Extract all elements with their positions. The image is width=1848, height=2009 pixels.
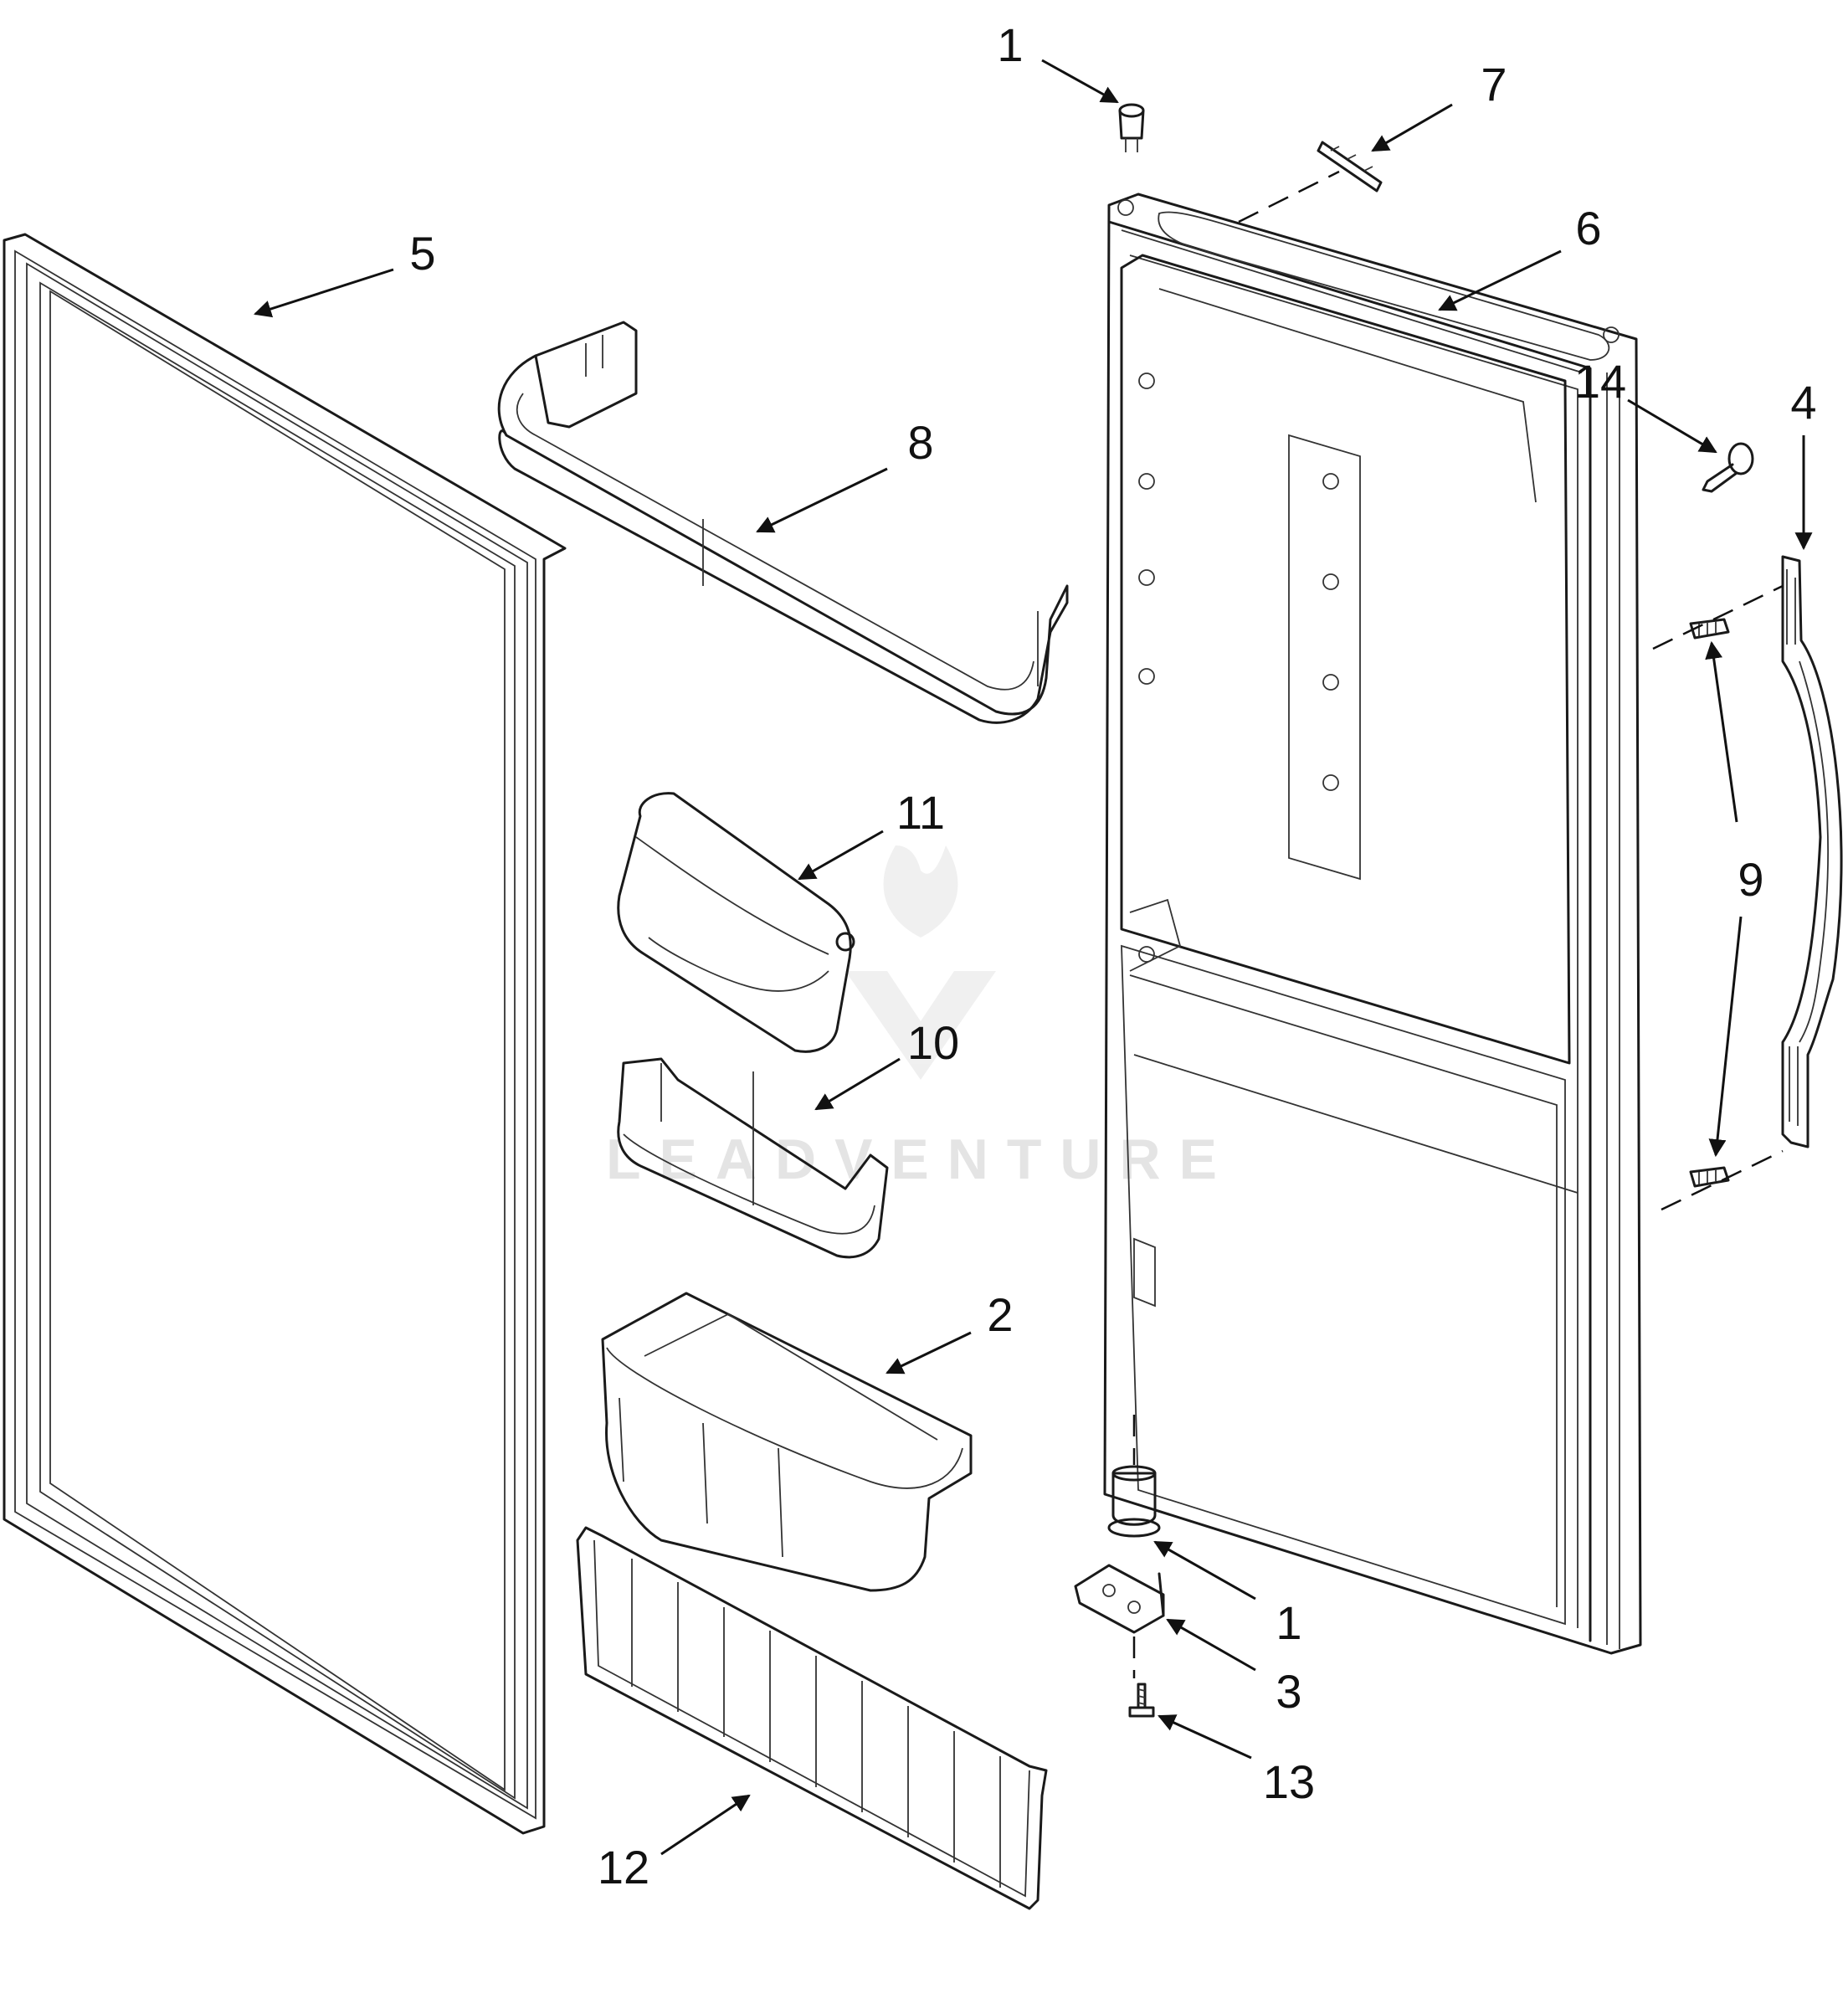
callout-12: 12	[598, 1841, 649, 1893]
callout-10: 10	[907, 1016, 959, 1069]
assembly-lines	[1132, 170, 1784, 1678]
door-shelf-bar-part	[497, 321, 1069, 724]
door-gasket-part	[3, 233, 567, 1835]
hinge-bushing-bottom-part	[1107, 1465, 1161, 1538]
door-bin-part	[601, 1292, 973, 1592]
leader-arrows	[254, 59, 1813, 1856]
watermark: LEADVENTURE	[606, 845, 1235, 1191]
callout-labels: 1 7 6 5 14 4 8 9 11 10 2 1 3 13 12	[409, 18, 1816, 1893]
hinge-bracket-part	[1074, 1564, 1165, 1634]
dairy-bin-part	[617, 1057, 889, 1259]
hinge-screw-part	[1128, 1683, 1155, 1718]
hinge-bushing-top-part	[1118, 103, 1145, 152]
callout-7: 7	[1481, 58, 1507, 110]
callout-1-top: 1	[997, 18, 1023, 71]
wire-shelf-part	[576, 1526, 1048, 1910]
callout-9: 9	[1738, 853, 1763, 906]
callout-3: 3	[1276, 1665, 1301, 1718]
push-pin-part	[1702, 442, 1754, 493]
handle-screw-lower-part	[1689, 1166, 1730, 1188]
callout-14: 14	[1574, 355, 1626, 408]
door-assembly-part	[1103, 193, 1642, 1655]
door-handle-part	[1781, 555, 1843, 1148]
handle-screw-upper-part	[1689, 618, 1730, 640]
callout-6: 6	[1575, 202, 1601, 254]
callout-2: 2	[987, 1288, 1013, 1341]
callout-1-bottom: 1	[1276, 1596, 1301, 1649]
callout-8: 8	[907, 416, 933, 469]
callout-13: 13	[1263, 1755, 1315, 1808]
dairy-cover-part	[617, 792, 855, 1053]
callout-4: 4	[1790, 376, 1816, 429]
callout-5: 5	[409, 227, 435, 280]
watermark-text: LEADVENTURE	[606, 1128, 1235, 1191]
badge-logo-part	[1317, 141, 1383, 193]
callout-11: 11	[896, 786, 945, 839]
